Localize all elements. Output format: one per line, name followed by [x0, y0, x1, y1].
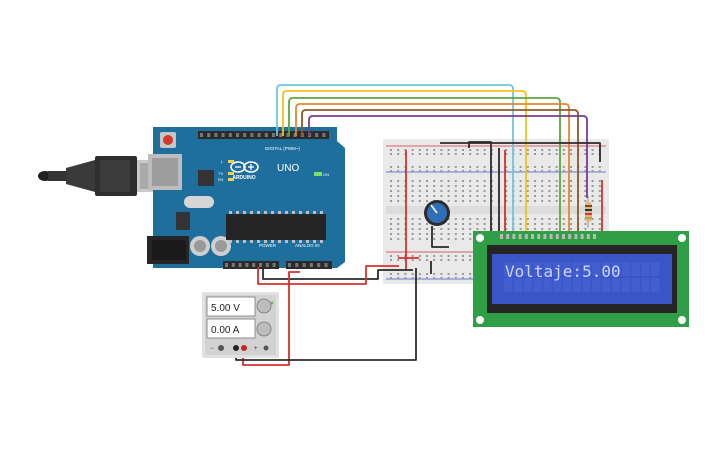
led-rx-label: RX — [218, 177, 224, 182]
w-cyan-wire — [276, 84, 514, 234]
lcd-line-1: Voltaje:5.00 — [505, 262, 621, 281]
led-on-icon — [314, 172, 322, 176]
w-brown-wire — [301, 109, 579, 234]
voltage-readout: 5.00 V — [211, 303, 240, 314]
terminal-com[interactable] — [233, 345, 239, 351]
current-knob[interactable] — [256, 321, 272, 337]
usb-cable — [38, 156, 159, 196]
w-black-b-wire — [440, 142, 601, 162]
current-display — [206, 318, 256, 339]
potentiometer[interactable] — [424, 200, 450, 226]
minus-label: − — [210, 346, 214, 352]
w-black-gnd-wire — [262, 267, 413, 280]
led-on-label: ON — [323, 172, 329, 177]
voltage-knob[interactable] — [256, 298, 272, 314]
w-green-wire — [288, 97, 561, 234]
atmega-chip — [226, 214, 326, 240]
digital-header[interactable] — [198, 131, 329, 139]
plus-label: + — [254, 346, 258, 352]
analog-header[interactable] — [286, 261, 332, 269]
w-red-5v-wire — [257, 265, 399, 285]
arduino-model: UNO — [277, 163, 299, 174]
voltage-display — [206, 296, 256, 317]
w-yellow-wire — [282, 90, 527, 234]
analog-label: ANALOG IN — [295, 243, 320, 248]
wires — [235, 84, 603, 366]
power-label: POWER — [259, 243, 277, 248]
terminal-pos[interactable] — [241, 345, 247, 351]
led-tx-icon — [228, 172, 234, 175]
current-readout: 0.00 A — [211, 325, 240, 336]
usb-chip — [198, 170, 214, 186]
power-supply[interactable]: 5.00 V 0.00 A − + — [202, 292, 279, 358]
w-orange-wire — [295, 103, 570, 234]
led-l-label: L — [221, 159, 224, 164]
led-tx-label: TX — [218, 171, 223, 176]
digital-label: DIGITAL (PWM~) — [265, 146, 300, 151]
terminal-neg[interactable] — [218, 345, 224, 351]
arduino-uno-board[interactable]: DIGITAL (PWM~) POWER ANALOG IN ARDUINO U… — [147, 127, 345, 269]
w-purple-wire — [308, 115, 588, 198]
led-rx-icon — [228, 178, 234, 181]
w-black-pot-wire — [431, 226, 449, 248]
led-l-icon — [228, 160, 234, 163]
crystal-icon — [184, 196, 214, 208]
power-header[interactable] — [223, 261, 279, 269]
resistor-icon — [585, 196, 592, 228]
w-black-a-wire — [468, 141, 492, 234]
arduino-logo-icon — [230, 161, 259, 173]
arduino-brand: ARDUINO — [232, 175, 255, 181]
lcd-16x2[interactable]: Voltaje:5.00 — [473, 231, 689, 327]
